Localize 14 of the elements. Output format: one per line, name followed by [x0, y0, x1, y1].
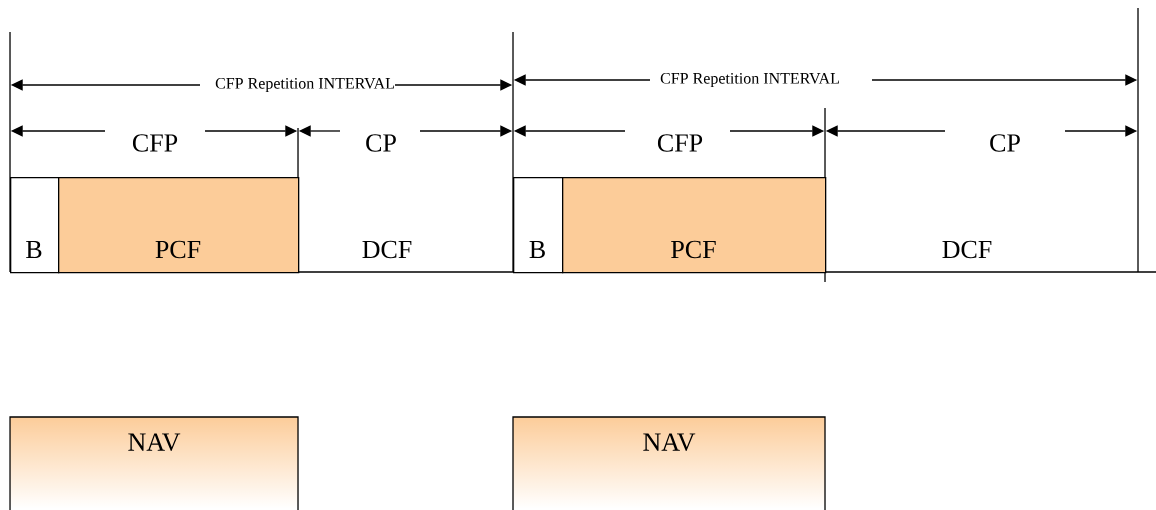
nav-box: NAV	[512, 416, 826, 510]
interval-label: CP	[366, 134, 396, 152]
interval-label: CFP	[657, 134, 703, 152]
nav-box: NAV	[9, 416, 299, 510]
interval-label: CFP	[132, 134, 178, 152]
beacon-box: B	[10, 177, 60, 274]
pcf-box: PCF	[58, 177, 300, 274]
function-label: DCF	[942, 240, 992, 259]
interval-label: CFP Repetition INTERVAL	[215, 78, 394, 92]
interval-label: CFP Repetition INTERVAL	[660, 73, 839, 87]
interval-label: CP	[990, 134, 1020, 152]
pcf-box: PCF	[562, 177, 827, 274]
function-label: DCF	[362, 240, 412, 259]
beacon-box: B	[513, 177, 564, 274]
